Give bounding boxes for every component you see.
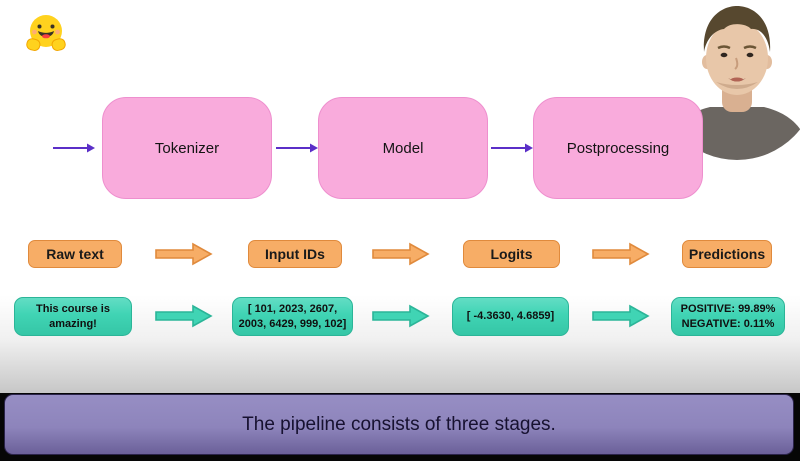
stage-box-tokenizer: Tokenizer — [102, 97, 272, 199]
pipeline-arrow-icon — [276, 143, 318, 153]
pipeline-arrow-icon — [53, 143, 95, 153]
stage-label: Model — [382, 139, 424, 157]
flow-label-text: Raw text — [46, 246, 104, 262]
stage-box-postprocessing: Postprocessing — [533, 97, 703, 199]
value-line: amazing! — [49, 317, 97, 330]
value-line: This course is — [36, 303, 110, 316]
flow-label-input-ids: Input IDs — [248, 240, 342, 268]
caption-text: The pipeline consists of three stages. — [242, 413, 556, 435]
flow-label-predictions: Predictions — [682, 240, 772, 268]
flow-label-text: Predictions — [688, 246, 766, 262]
value-line: [ -4.3630, 4.6859] — [466, 310, 555, 323]
value-box-raw-text: This course is amazing! — [14, 297, 132, 336]
value-line: 2003, 6429, 999, 102] — [238, 317, 347, 330]
stage-label: Tokenizer — [154, 139, 220, 157]
stage-box-model: Model — [318, 97, 488, 199]
value-line: POSITIVE: 99.89% — [680, 303, 776, 316]
hugging-face-logo-icon — [26, 15, 66, 51]
value-line: NEGATIVE: 0.11% — [681, 317, 775, 330]
flow-label-text: Input IDs — [265, 246, 325, 262]
flow-label-text: Logits — [490, 246, 533, 262]
value-line: [ 101, 2023, 2607, — [247, 303, 338, 316]
value-arrow-icon — [155, 304, 213, 328]
flow-arrow-icon — [372, 242, 430, 266]
pipeline-arrow-icon — [491, 143, 533, 153]
flow-label-logits: Logits — [463, 240, 560, 268]
value-box-predictions: POSITIVE: 99.89% NEGATIVE: 0.11% — [671, 297, 785, 336]
flow-label-raw-text: Raw text — [28, 240, 122, 268]
flow-arrow-icon — [592, 242, 650, 266]
stage-label: Postprocessing — [566, 139, 670, 157]
value-box-input-ids: [ 101, 2023, 2607, 2003, 6429, 999, 102] — [232, 297, 353, 336]
caption-bar: The pipeline consists of three stages. — [4, 394, 794, 455]
value-arrow-icon — [372, 304, 430, 328]
value-arrow-icon — [592, 304, 650, 328]
value-box-logits: [ -4.3630, 4.6859] — [452, 297, 569, 336]
flow-arrow-icon — [155, 242, 213, 266]
